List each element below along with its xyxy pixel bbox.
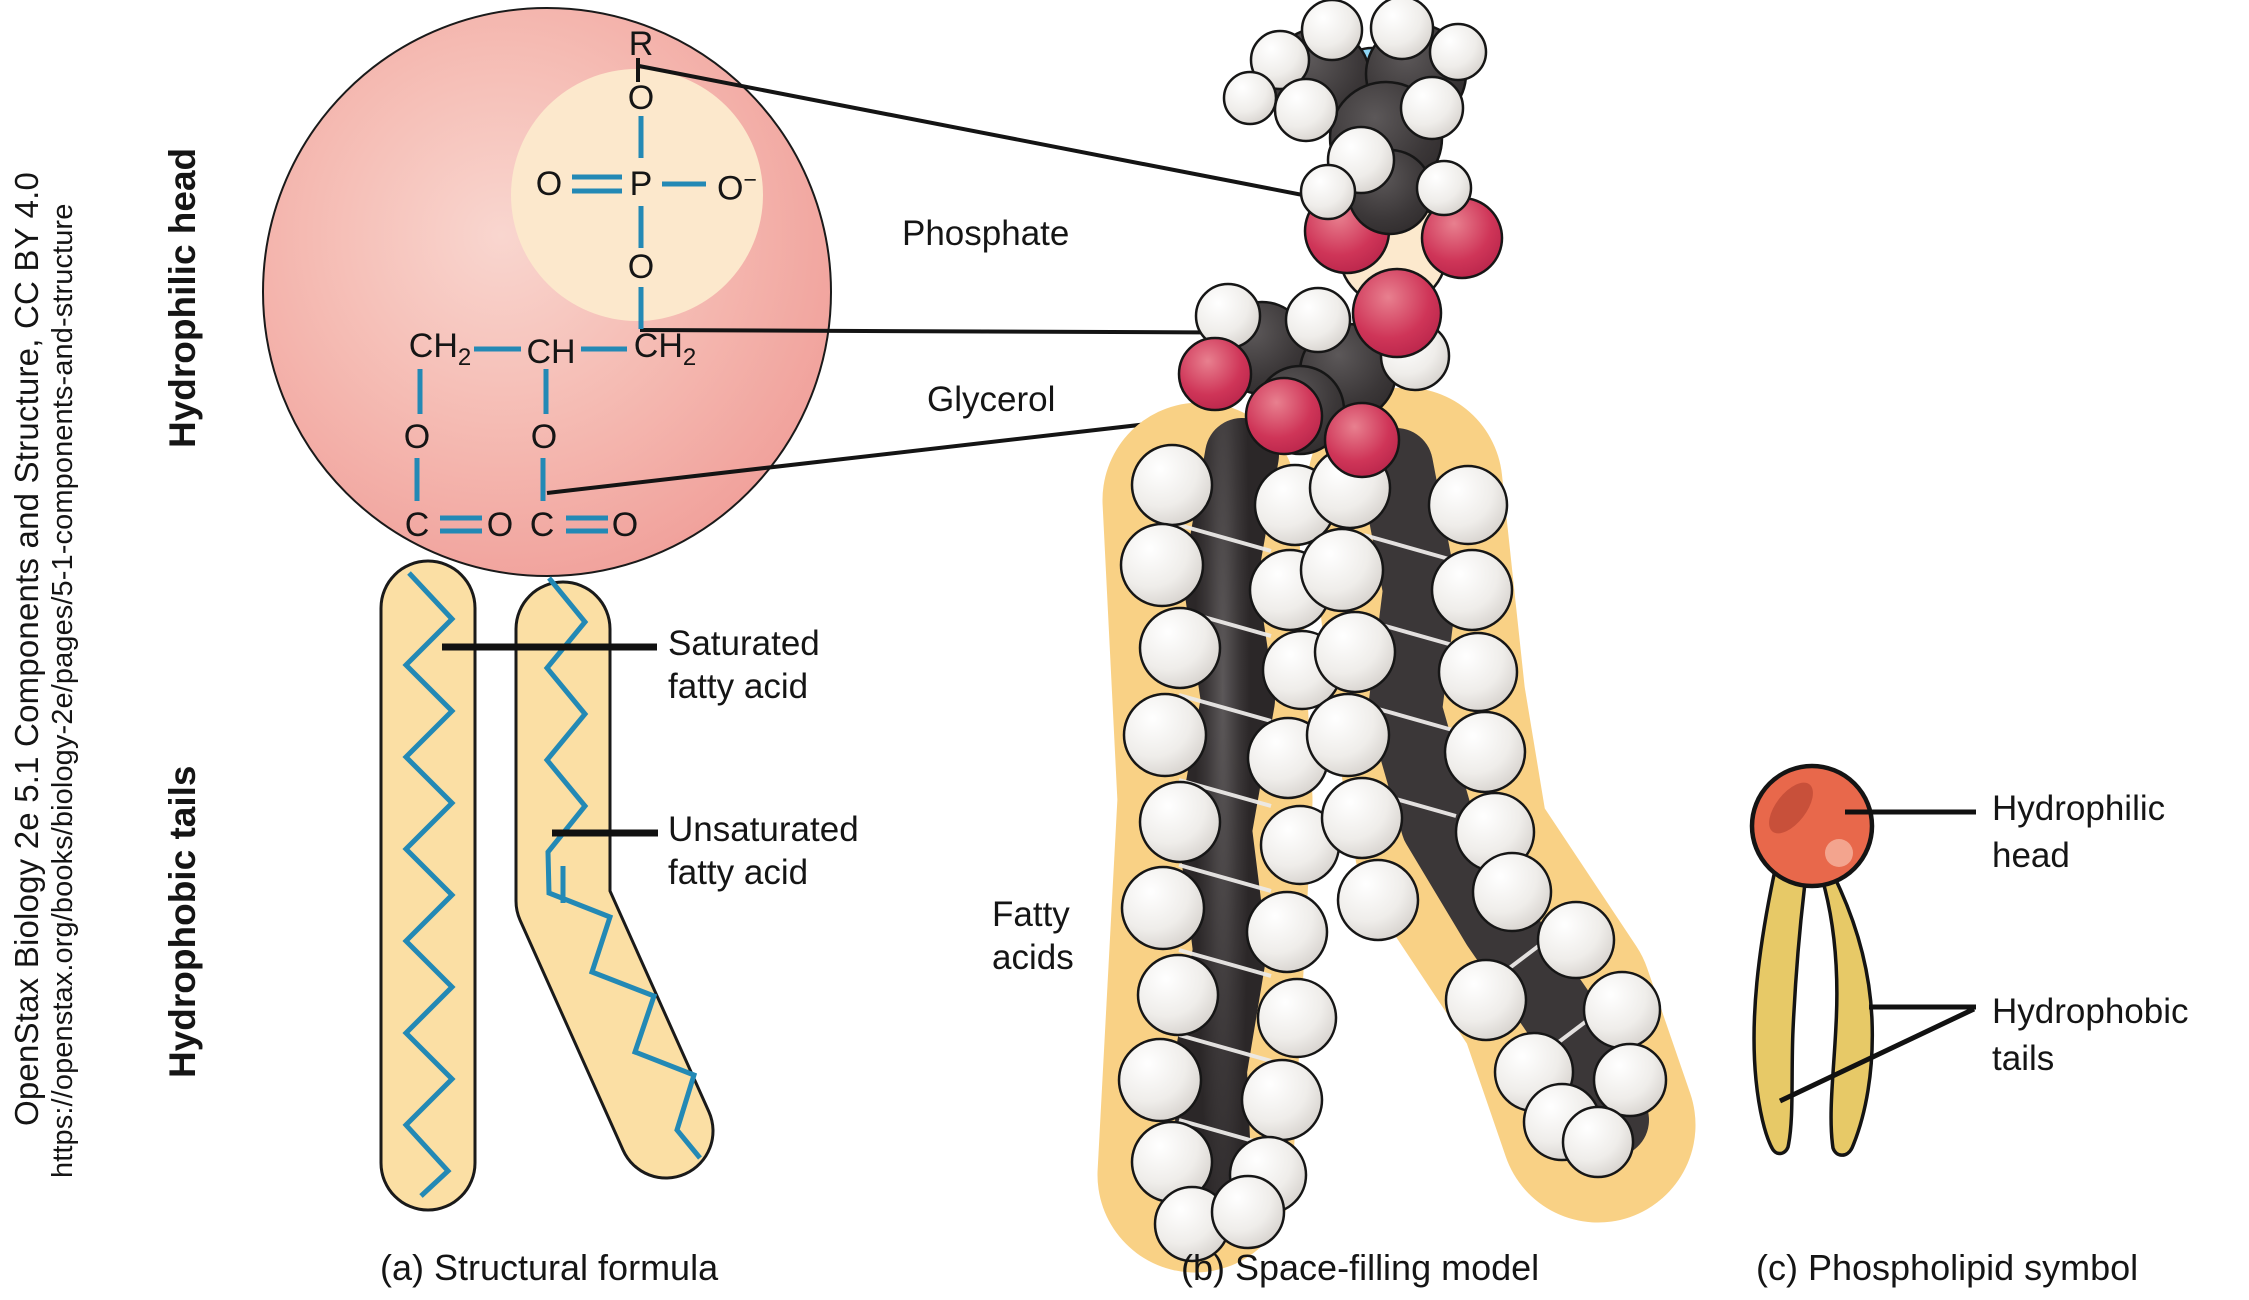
caption-panel-c: (c) Phospholipid symbol bbox=[1756, 1247, 2139, 1288]
hydrogen-sphere bbox=[1582, 970, 1662, 1050]
atom-o-ester-left: O bbox=[403, 418, 431, 456]
hydrogen-sphere bbox=[1210, 1174, 1286, 1250]
hydrogen-sphere bbox=[1313, 610, 1397, 694]
hydrogen-sphere bbox=[1336, 858, 1420, 942]
hydrogen-sphere bbox=[1428, 22, 1488, 82]
hydrogen-sphere bbox=[1256, 977, 1338, 1059]
saturated-zigzag bbox=[402, 571, 456, 1198]
hydrogen-sphere bbox=[1249, 29, 1311, 91]
hydrogen-sphere bbox=[1284, 286, 1352, 354]
hydrogen-sphere bbox=[1138, 606, 1222, 690]
hydrogen-sphere bbox=[1437, 631, 1519, 713]
hydrogen-sphere bbox=[1119, 522, 1205, 608]
hydrogen-sphere bbox=[1299, 163, 1357, 221]
hydrogen-sphere bbox=[1444, 958, 1528, 1042]
hydrogen-sphere bbox=[1299, 527, 1385, 613]
symbol-tail-right bbox=[1819, 869, 1875, 1157]
oxygen-sphere bbox=[1177, 336, 1253, 412]
atom-o-top: O bbox=[627, 79, 655, 117]
oxygen-sphere bbox=[1323, 401, 1401, 479]
hydrogen-sphere bbox=[1369, 0, 1435, 61]
hydrogen-sphere bbox=[1136, 953, 1220, 1037]
hydrogen-sphere bbox=[1122, 692, 1208, 778]
carbon-bond-wrap-line bbox=[1178, 693, 1272, 723]
atom-o-below-p: O bbox=[627, 248, 655, 286]
hydrogen-sphere bbox=[1222, 70, 1278, 126]
hydrogen-sphere bbox=[1245, 890, 1329, 974]
hydrogen-sphere bbox=[1592, 1042, 1668, 1118]
hydrogen-sphere bbox=[1320, 776, 1404, 860]
symbol-head-highlight bbox=[1825, 839, 1853, 867]
attribution-citation: OpenStax Biology 2e 5.1 Components and S… bbox=[8, 171, 45, 1126]
atom-ch2-right: CH2 bbox=[633, 327, 697, 371]
hydrogen-sphere bbox=[1427, 464, 1509, 546]
atom-o-carbonyl-right: O bbox=[611, 506, 639, 544]
hydrogen-sphere bbox=[1561, 1105, 1635, 1179]
atom-r: R bbox=[628, 25, 654, 63]
atom-o-ester-right: O bbox=[530, 418, 558, 456]
hydrogen-sphere bbox=[1120, 865, 1206, 951]
symbol-tail-left bbox=[1752, 868, 1808, 1156]
hydrogen-sphere bbox=[1305, 692, 1391, 778]
symbol-pointer-lines bbox=[1778, 809, 1976, 1104]
hydrophilic-head-circle bbox=[262, 7, 832, 577]
atom-c-right: C bbox=[529, 506, 555, 544]
hydrogen-sphere bbox=[1443, 710, 1527, 794]
phosphate-label: Phosphate bbox=[902, 214, 1070, 253]
atom-p: P bbox=[629, 165, 653, 203]
hydrogen-sphere bbox=[1117, 1037, 1203, 1123]
hydrogen-sphere bbox=[1240, 1058, 1324, 1142]
carbon-bond-wrap-line bbox=[1363, 533, 1457, 563]
symbol-tails bbox=[1752, 868, 1875, 1157]
hydrogen-sphere bbox=[1471, 851, 1553, 933]
glycerol-label: Glycerol bbox=[927, 380, 1056, 419]
attribution-url: https://openstax.org/books/biology-2e/pa… bbox=[47, 203, 79, 1178]
hydrogen-sphere bbox=[1399, 75, 1465, 141]
carbon-bond-wrap-line bbox=[1178, 948, 1272, 978]
carbon-bond-wrap-line bbox=[1178, 863, 1272, 893]
carbon-bond-wrap-line bbox=[1178, 1033, 1272, 1063]
atom-ch-center: CH bbox=[526, 333, 576, 371]
carbon-bond-wrap-line bbox=[1178, 523, 1272, 553]
hydrogen-sphere bbox=[1430, 548, 1514, 632]
caption-panel-a: (a) Structural formula bbox=[380, 1247, 719, 1288]
hydrogen-sphere bbox=[1138, 780, 1222, 864]
space-filling-model bbox=[1117, 0, 1668, 1263]
connector-ester-line bbox=[546, 416, 1201, 495]
hydrogen-sphere bbox=[1300, 0, 1364, 62]
atom-o-negative: O− bbox=[717, 166, 757, 208]
formula-bonds bbox=[414, 116, 706, 534]
unsaturated-zigzag bbox=[543, 576, 702, 1160]
tails-pointer-line2 bbox=[1778, 1006, 1976, 1104]
symbol-head-shade bbox=[1769, 782, 1813, 834]
hydrogen-sphere bbox=[1130, 443, 1214, 527]
atom-c-left: C bbox=[404, 506, 430, 544]
hydrophobic-tails-side-label: Hydrophobic tails bbox=[162, 765, 203, 1078]
atom-o-double: O bbox=[535, 165, 563, 203]
phosphate-inner-circle bbox=[511, 69, 763, 321]
hydrogen-sphere bbox=[1536, 900, 1616, 980]
right-chain-tube bbox=[1359, 428, 1649, 1157]
oxygen-sphere bbox=[1244, 376, 1324, 456]
atom-o-carbonyl-left: O bbox=[486, 506, 514, 544]
hydrogen-sphere bbox=[1415, 159, 1473, 217]
atom-ch2-left: CH2 bbox=[408, 327, 472, 371]
caption-panel-b: (b) Space-filling model bbox=[1181, 1247, 1540, 1288]
hydrophilic-head-side-label: Hydrophilic head bbox=[162, 147, 203, 448]
oxygen-sphere bbox=[1351, 267, 1443, 359]
hydrogen-sphere bbox=[1273, 77, 1339, 143]
connector-phosphate-line bbox=[638, 64, 1314, 199]
